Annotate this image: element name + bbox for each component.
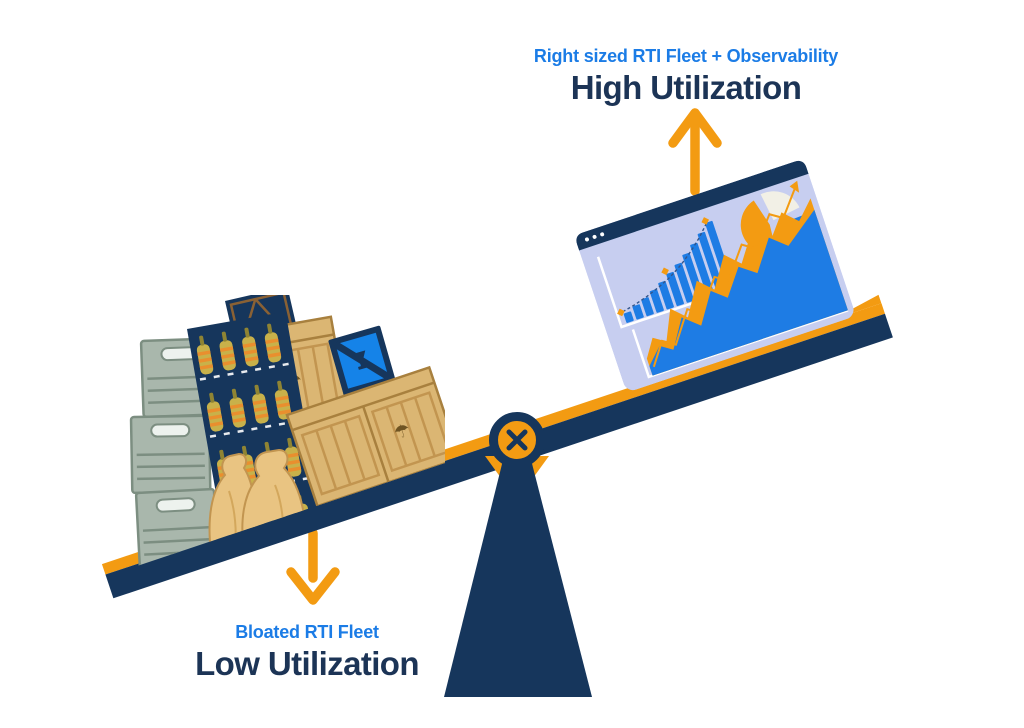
left-side-caption: Bloated RTI Fleet — [235, 622, 379, 642]
seesaw-plank-assembly — [101, 160, 893, 599]
left-side-title: Low Utilization — [195, 645, 419, 682]
right-side-title: High Utilization — [570, 69, 802, 106]
bar — [666, 271, 684, 307]
fragile-glass-icon — [352, 350, 369, 370]
blue-fragile-crate — [328, 325, 396, 396]
trend-arrowhead-icon — [789, 180, 800, 193]
diamond-marker-icon — [661, 267, 669, 276]
cargo-illustration: ☂ — [129, 295, 445, 570]
bar — [649, 289, 664, 313]
right-side-caption: Right sized RTI Fleet + Observability — [533, 46, 839, 66]
fulcrum — [444, 448, 592, 697]
window-dots-icon — [584, 232, 605, 242]
diamond-marker-icon — [617, 308, 625, 317]
pivot-hub — [489, 412, 545, 468]
trend-markers — [617, 217, 710, 317]
laptop-dashboard-illustration — [576, 160, 854, 391]
bar — [632, 304, 644, 320]
right-side-caption-block: Right sized RTI Fleet + Observability Hi… — [496, 44, 876, 107]
keep-dry-umbrella-icon: ☂ — [391, 419, 413, 443]
up-arrow-icon — [668, 108, 722, 196]
bar — [674, 262, 695, 303]
area-chart — [631, 180, 849, 379]
bar — [690, 242, 715, 297]
bar — [658, 280, 674, 310]
pivot-x-icon — [506, 429, 528, 451]
fulcrum-triangle — [444, 448, 592, 697]
bar — [641, 297, 654, 317]
area-trend-line — [652, 188, 796, 368]
browser-title-bar — [576, 160, 809, 251]
bar — [623, 311, 634, 323]
pie-slice-ivory — [760, 191, 800, 221]
diamond-marker-icon — [701, 217, 710, 225]
down-arrow-icon — [286, 528, 340, 605]
bar-trend-dashed-line — [622, 222, 708, 313]
left-side-caption-block: Bloated RTI Fleet Low Utilization — [117, 620, 497, 683]
area-series-blue — [649, 209, 848, 376]
